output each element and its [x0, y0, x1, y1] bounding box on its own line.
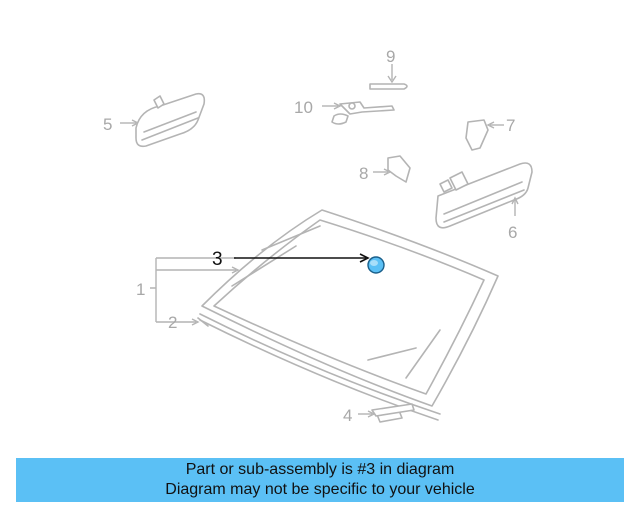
part-8 — [373, 155, 411, 183]
callout-7[interactable]: 7 — [506, 116, 515, 135]
callout-1[interactable]: 1 — [136, 280, 145, 299]
part-1-windshield — [199, 209, 499, 421]
part-10 — [322, 101, 395, 125]
part-7 — [465, 119, 504, 151]
part-4 — [358, 403, 415, 423]
banner-line-2: Diagram may not be specific to your vehi… — [165, 481, 475, 498]
info-banner: Part or sub-assembly is #3 in diagram Di… — [16, 458, 624, 502]
part-9 — [369, 64, 408, 90]
callout-4[interactable]: 4 — [343, 406, 352, 425]
callout-3[interactable]: 3 — [212, 249, 223, 270]
banner-line-1: Part or sub-assembly is #3 in diagram — [185, 461, 455, 478]
callout-9[interactable]: 9 — [386, 47, 395, 66]
callout-8[interactable]: 8 — [359, 164, 368, 183]
part-5 — [120, 92, 206, 148]
part-2-moulding — [191, 317, 209, 327]
callout-2[interactable]: 2 — [168, 313, 177, 332]
callout-5[interactable]: 5 — [103, 115, 112, 134]
callout-1-leader — [150, 257, 236, 323]
part-6 — [435, 162, 533, 229]
callout-6[interactable]: 6 — [508, 223, 517, 242]
callout-10[interactable]: 10 — [294, 98, 313, 117]
part-3-highlighted[interactable] — [234, 253, 385, 274]
